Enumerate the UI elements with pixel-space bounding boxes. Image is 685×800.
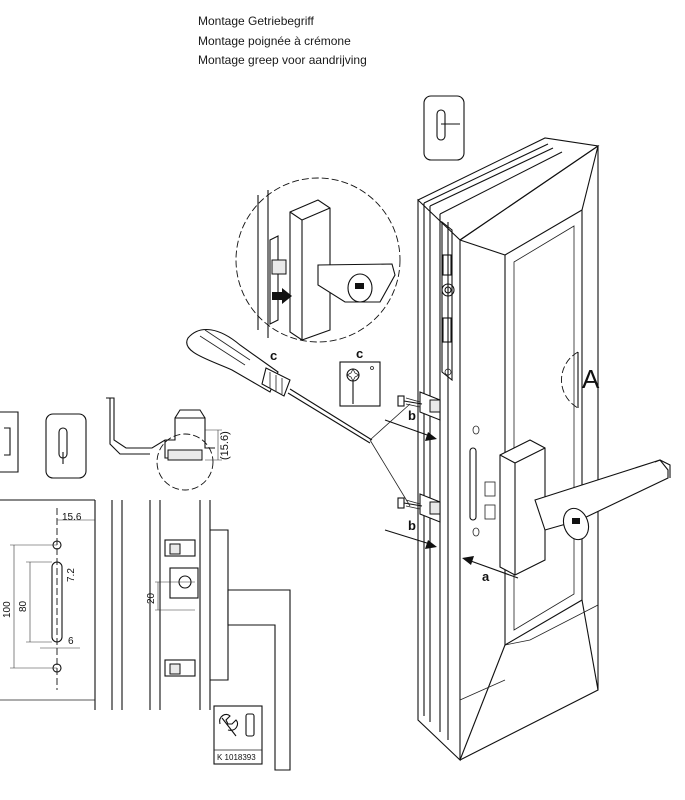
step-label-a: a — [482, 569, 490, 584]
arrow-b-lower: b — [384, 518, 437, 549]
step-label-c: c — [270, 348, 277, 363]
step-label-b-upper: b — [408, 408, 416, 423]
title-block: Montage Getriebegriff Montage poignée à … — [198, 12, 367, 71]
cutoff-icon-left — [0, 411, 19, 473]
tool-label-c: c — [356, 346, 363, 361]
drilling-template: 15.6 100 80 7.2 6 — [0, 499, 96, 710]
article-number: K 1018393 — [217, 753, 256, 762]
detail-marker-a: A — [561, 351, 600, 409]
article-stamp: K 1018393 — [213, 705, 263, 765]
handle-mini-icon — [245, 713, 255, 737]
title-german: Montage Getriebegriff — [198, 14, 314, 28]
arrow-b-upper: b — [384, 408, 437, 441]
dim-backset: 15.6 — [62, 512, 82, 523]
locking-hardware — [419, 220, 455, 523]
title-french: Montage poignée à crémone — [198, 33, 351, 48]
window-frame — [417, 137, 600, 762]
profile-section: (15.6) — [106, 397, 231, 491]
dim-offset-7-2: 7.2 — [66, 568, 77, 582]
title-dutch: Montage greep voor aandrijving — [198, 53, 367, 67]
dim-profile-depth: (15.6) — [219, 431, 231, 460]
screw-lower — [397, 497, 423, 510]
dim-spacing-100: 100 — [2, 601, 13, 618]
handle-position-icon-left — [45, 413, 87, 479]
torx-bit-box: c — [339, 346, 381, 407]
wrench-icon — [219, 713, 239, 737]
arrow-a: a — [462, 556, 519, 584]
zoom-detail-circle — [235, 177, 401, 343]
window-handle — [469, 425, 671, 576]
screw-upper — [397, 395, 423, 408]
dim-spacing-80: 80 — [18, 600, 29, 612]
step-label-b-lower: b — [408, 518, 416, 533]
dim-hole-6: 6 — [68, 636, 74, 647]
frame-section: 20 — [111, 500, 291, 771]
handle-position-icon-top — [423, 95, 465, 161]
dim-spindle-20: 20 — [146, 592, 157, 604]
screwdriver: c — [186, 329, 411, 507]
detail-label-a: A — [582, 364, 600, 394]
